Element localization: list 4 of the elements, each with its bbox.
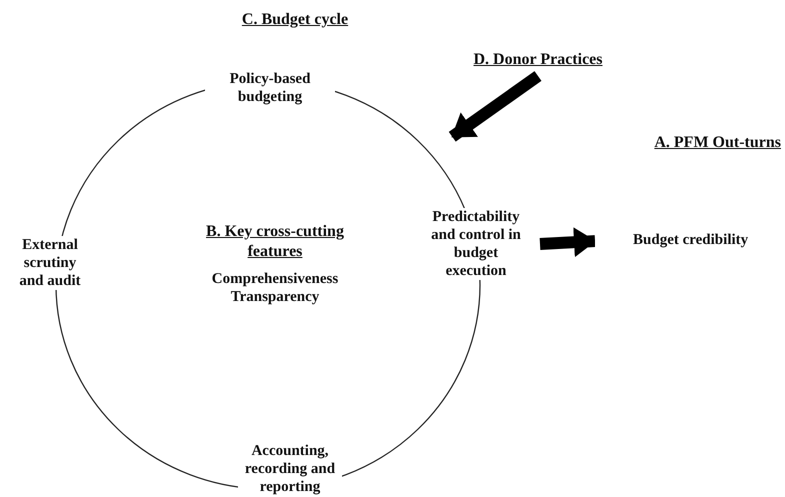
stage-label: Policy-based budgeting — [205, 70, 335, 106]
block-arrow — [448, 71, 542, 142]
stage-label: Accounting, recording and reporting — [238, 442, 342, 496]
block-arrow — [540, 227, 596, 258]
